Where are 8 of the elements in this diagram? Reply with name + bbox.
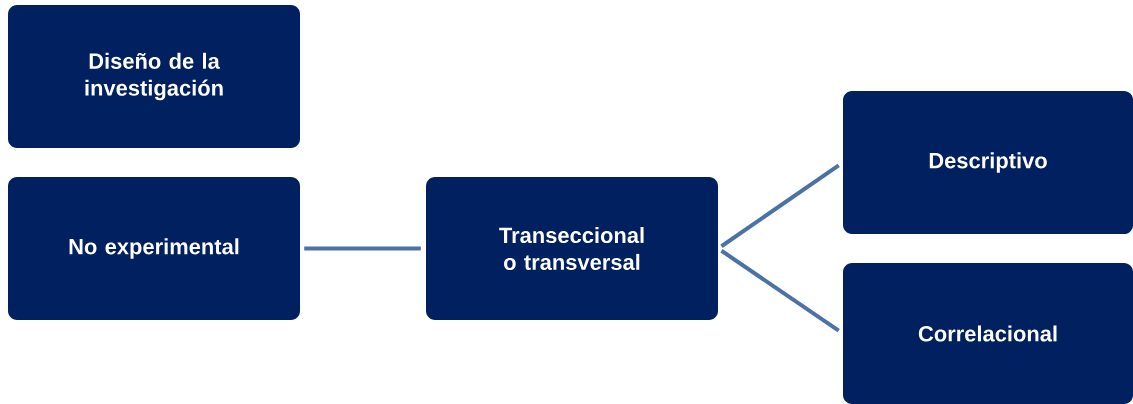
process-box: Diseño de la investigación — [8, 5, 300, 148]
process-box: Correlacional — [843, 263, 1133, 404]
connector-line — [720, 249, 840, 333]
process-box: Transeccional o transversal — [426, 177, 718, 320]
connector-line — [720, 163, 840, 248]
process-box: No experimental — [8, 177, 300, 320]
process-box: Descriptivo — [843, 91, 1133, 234]
connector-line — [304, 246, 421, 251]
